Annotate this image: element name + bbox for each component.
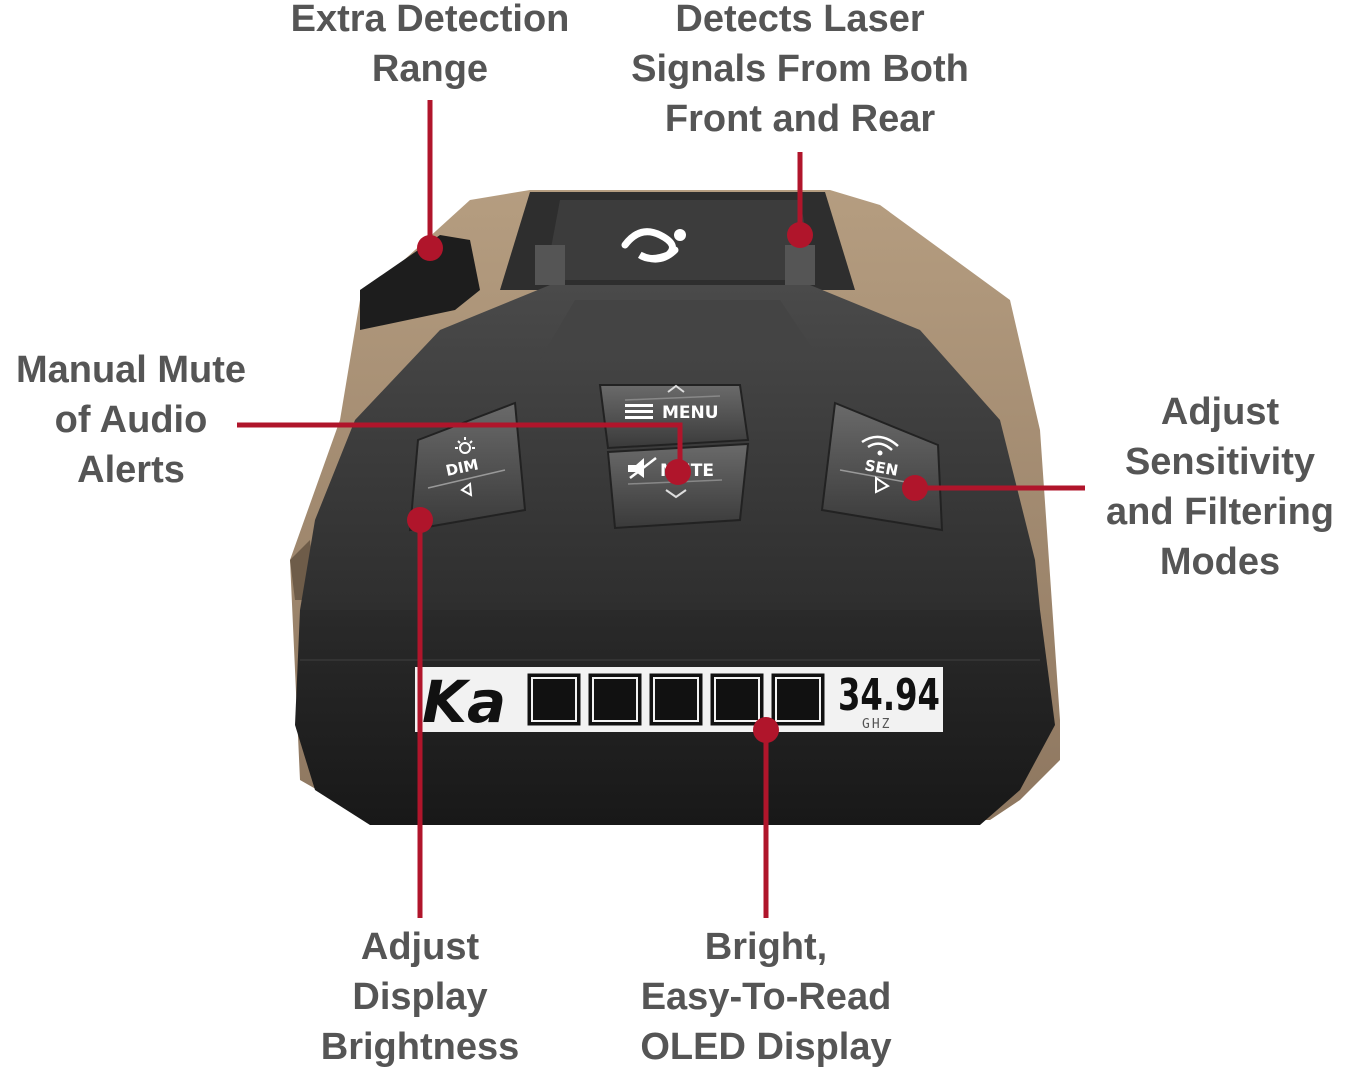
callout-text: Easy-To-Read (640, 976, 892, 1018)
callout-text: Brightness (320, 1026, 520, 1068)
oled-unit-text: GHZ (862, 717, 891, 732)
callout-oled-display: Bright, Easy-To-Read OLED Display (610, 922, 922, 1072)
menu-button[interactable]: MENU (598, 384, 750, 450)
callout-text: Bright, (704, 926, 828, 968)
speaker-mute-icon (628, 457, 657, 479)
side-radar-lens (360, 235, 480, 330)
callout-text: Range (371, 48, 489, 90)
callout-text: Signals From Both (631, 48, 969, 90)
signal-bar (649, 673, 703, 726)
oled-display: Ka 34.94 GHZ (415, 667, 943, 736)
callout-dot-extra-detection (417, 235, 443, 261)
signal-bar (527, 673, 581, 726)
brightness-icon (455, 437, 475, 454)
signal-bar (588, 673, 642, 726)
callout-line-mute (237, 422, 683, 472)
signal-bar-outline (714, 677, 760, 722)
callout-text: Adjust (1160, 391, 1280, 433)
signal-bar-outline (592, 677, 638, 722)
callout-text: Adjust (360, 926, 480, 968)
dim-button[interactable]: DIM (408, 401, 527, 532)
signal-bar-outline (531, 677, 577, 722)
callout-dot-laser (787, 222, 813, 248)
callout-manual-mute: Manual Mute of Audio Alerts (0, 345, 262, 495)
callout-text: Sensitivity (1124, 441, 1316, 483)
callout-text: Extra Detection (290, 0, 570, 40)
callout-extra-detection: Extra Detection Range (260, 0, 600, 94)
sen-button-label: SEN (863, 456, 899, 480)
callout-text: of Audio (54, 399, 208, 441)
signal-bar (771, 673, 825, 726)
oled-signal-bars (527, 673, 825, 726)
wifi-signal-icon (861, 435, 899, 456)
callout-text: OLED Display (640, 1026, 892, 1068)
oled-band-text: Ka (422, 668, 506, 736)
signal-bar-outline (653, 677, 699, 722)
callout-dot-sensitivity (902, 475, 928, 501)
callout-lines (237, 100, 1085, 918)
callout-text: Alerts (77, 449, 185, 491)
oled-frequency-text: 34.94 (838, 670, 940, 721)
signal-bar-outline (775, 677, 821, 722)
callout-text: Front and Rear (664, 98, 936, 140)
callout-dot-mute (665, 459, 691, 485)
callout-text: and Filtering (1106, 491, 1334, 533)
callout-text: Manual Mute (15, 349, 247, 391)
callout-dot-oled (753, 717, 779, 743)
menu-button-label: MENU (662, 403, 719, 423)
cobra-logo (621, 228, 686, 263)
menu-lines-icon (625, 404, 653, 419)
signal-bar (710, 673, 764, 726)
callout-sensitivity: Adjust Sensitivity and Filtering Modes (1095, 387, 1345, 587)
callout-text: Detects Laser (675, 0, 925, 40)
callout-laser-signals: Detects Laser Signals From Both Front an… (600, 0, 1000, 144)
callout-dot-brightness (407, 507, 433, 533)
callout-text: Modes (1159, 541, 1281, 583)
callout-display-brightness: Adjust Display Brightness (300, 922, 540, 1072)
callout-text: Display (352, 976, 488, 1018)
